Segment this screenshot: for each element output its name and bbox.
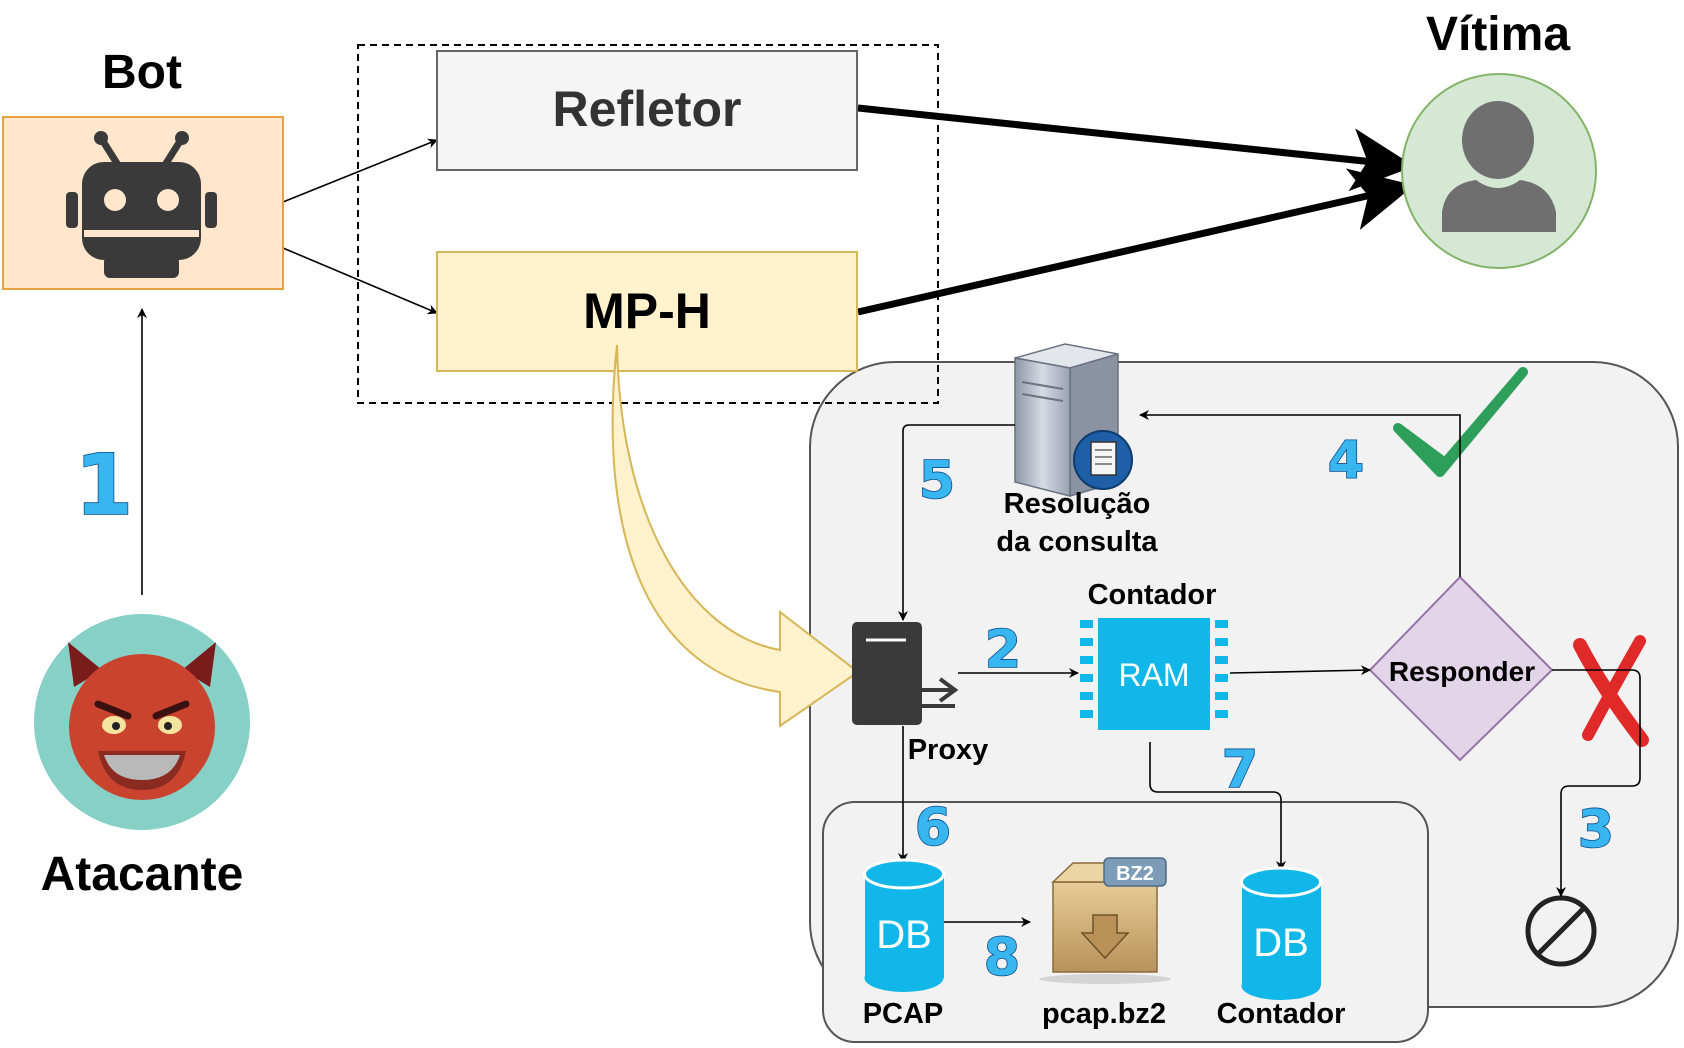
edge-responder-to-server bbox=[1139, 410, 1461, 577]
bz2-tag: BZ2 bbox=[1116, 863, 1154, 885]
checkmark-icon bbox=[1393, 367, 1528, 477]
user-icon bbox=[1442, 101, 1556, 232]
bot-label: Bot bbox=[102, 46, 182, 99]
bot-node bbox=[2, 116, 284, 290]
edge-ram-to-counter-db bbox=[1149, 742, 1286, 871]
robot-icon bbox=[66, 131, 217, 278]
db-counter-label: DB bbox=[1253, 921, 1309, 965]
edge-refletor-victim bbox=[857, 104, 1415, 192]
contador-db-label: Contador bbox=[1217, 998, 1346, 1030]
proxy-label: Proxy bbox=[908, 734, 989, 766]
step-8: 8 bbox=[984, 928, 1020, 988]
db-pcap-label: DB bbox=[876, 913, 932, 957]
step-1: 1 bbox=[75, 436, 133, 534]
edge-ram-to-responder bbox=[1229, 665, 1371, 676]
pcap-label: PCAP bbox=[863, 998, 944, 1030]
step-3: 3 bbox=[1578, 800, 1614, 860]
dashed-group bbox=[357, 44, 939, 404]
contador-top-label: Contador bbox=[1088, 579, 1217, 611]
ram-chip-icon bbox=[1080, 618, 1228, 730]
step-2: 2 bbox=[985, 620, 1021, 680]
resolution-label-line2: da consulta bbox=[996, 526, 1158, 558]
proxy-server-icon bbox=[852, 622, 959, 725]
attacker-label: Atacante bbox=[41, 848, 244, 901]
responder-label: Responder bbox=[1389, 656, 1535, 687]
step-7: 7 bbox=[1222, 740, 1258, 800]
attacker-node bbox=[34, 614, 250, 830]
no-entry-icon bbox=[1525, 895, 1597, 967]
pcap-bz2-label: pcap.bz2 bbox=[1042, 998, 1166, 1030]
devil-icon bbox=[68, 642, 216, 800]
ram-label: RAM bbox=[1118, 657, 1189, 693]
resolution-label-line1: Resolução bbox=[1004, 488, 1151, 520]
victim-label: Vítima bbox=[1426, 8, 1570, 61]
mph-to-proxy-arrow bbox=[611, 344, 860, 728]
server-icon bbox=[1014, 343, 1133, 497]
database-icon-counter bbox=[1240, 866, 1322, 1000]
step-5: 5 bbox=[919, 451, 955, 511]
edge-mph-victim bbox=[857, 168, 1415, 316]
step-4: 4 bbox=[1328, 431, 1364, 491]
edge-responder-to-block bbox=[1552, 669, 1641, 897]
edge-bot-mph bbox=[282, 247, 438, 315]
archive-box-icon bbox=[1039, 857, 1171, 984]
responder-diamond bbox=[1368, 575, 1554, 762]
mph-box bbox=[436, 251, 858, 372]
x-icon bbox=[1573, 635, 1649, 747]
mph-label: MP-H bbox=[583, 283, 711, 339]
database-icon-pcap bbox=[863, 858, 945, 992]
edge-server-to-proxy bbox=[898, 424, 1015, 621]
edge-bot-refletor bbox=[282, 138, 438, 203]
refletor-label: Refletor bbox=[553, 81, 742, 137]
step-6: 6 bbox=[915, 798, 951, 858]
refletor-box bbox=[436, 50, 858, 171]
